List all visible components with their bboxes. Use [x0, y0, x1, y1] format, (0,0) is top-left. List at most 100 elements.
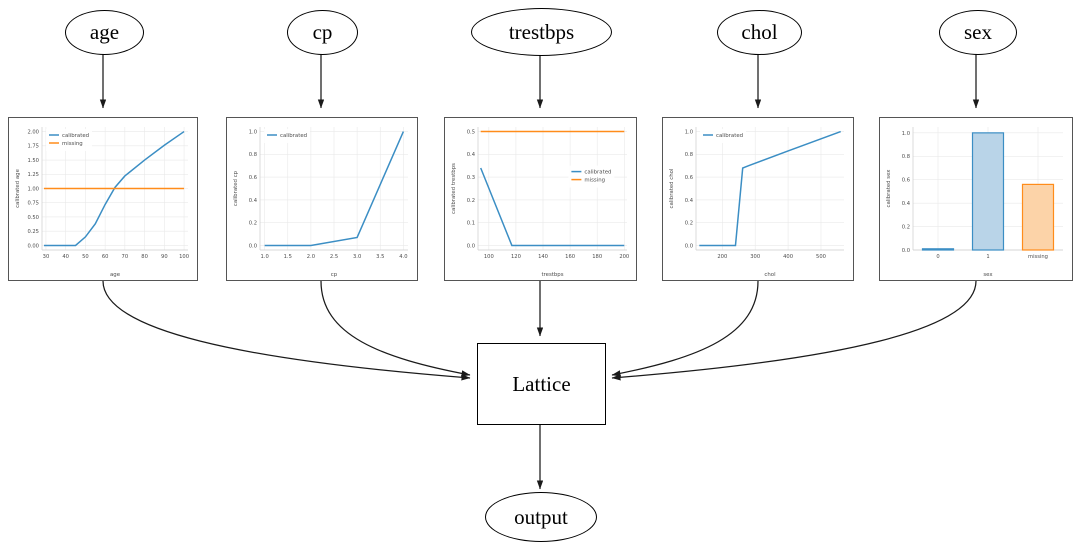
svg-text:3.5: 3.5: [376, 254, 384, 260]
svg-text:calibrated cp: calibrated cp: [233, 170, 239, 206]
svg-text:1.0: 1.0: [902, 131, 910, 137]
node-cp-label: cp: [312, 20, 333, 44]
svg-text:1.00: 1.00: [27, 186, 39, 192]
svg-text:calibrated: calibrated: [584, 170, 611, 176]
svg-text:140: 140: [538, 254, 548, 260]
node-age-label: age: [89, 20, 120, 44]
svg-text:calibrated: calibrated: [280, 133, 307, 139]
svg-text:cp: cp: [331, 272, 338, 278]
svg-text:0.75: 0.75: [27, 201, 39, 207]
svg-text:0.25: 0.25: [27, 229, 39, 235]
svg-text:200: 200: [619, 254, 629, 260]
svg-text:90: 90: [161, 254, 168, 260]
svg-text:calibrated chol: calibrated chol: [669, 169, 675, 209]
svg-text:1.75: 1.75: [27, 144, 39, 150]
node-lattice[interactable]: Lattice: [477, 343, 606, 425]
svg-text:3.0: 3.0: [353, 254, 361, 260]
svg-text:60: 60: [102, 254, 109, 260]
svg-text:1.5: 1.5: [284, 254, 292, 260]
svg-text:1.0: 1.0: [261, 254, 269, 260]
node-trestbps-label: trestbps: [508, 19, 575, 44]
svg-text:0.8: 0.8: [685, 152, 693, 158]
node-lattice-label: Lattice: [512, 371, 571, 396]
svg-text:missing: missing: [1028, 254, 1048, 260]
svg-text:0.50: 0.50: [27, 215, 39, 221]
svg-text:1.25: 1.25: [27, 172, 39, 178]
svg-text:50: 50: [82, 254, 89, 260]
svg-text:0.2: 0.2: [902, 224, 910, 230]
svg-text:0.6: 0.6: [902, 178, 910, 184]
svg-text:500: 500: [816, 254, 826, 260]
svg-text:0.00: 0.00: [27, 243, 39, 249]
svg-text:0.2: 0.2: [249, 221, 257, 227]
edge-sex-plot-to-lattice: [611, 280, 977, 381]
svg-text:1.0: 1.0: [685, 129, 693, 135]
edge-cp-plot-to-lattice: [320, 280, 471, 377]
svg-text:0.0: 0.0: [249, 243, 257, 249]
svg-text:100: 100: [179, 254, 189, 260]
node-sex[interactable]: sex: [939, 10, 1017, 55]
svg-text:70: 70: [122, 254, 129, 260]
chart-panel-sex[interactable]: 0.0 0.2 0.4 0.6 0.8 1.0 0 1 missing sex calibrated…: [879, 117, 1073, 281]
svg-text:0.0: 0.0: [902, 248, 910, 254]
svg-text:calibrated age: calibrated age: [15, 168, 21, 207]
svg-text:0.2: 0.2: [685, 221, 693, 227]
svg-text:200: 200: [717, 254, 727, 260]
svg-text:120: 120: [511, 254, 521, 260]
svg-text:30: 30: [43, 254, 50, 260]
svg-text:calibrated: calibrated: [716, 133, 743, 139]
svg-text:2.5: 2.5: [330, 254, 338, 260]
svg-text:4.0: 4.0: [399, 254, 407, 260]
chart-panel-age[interactable]: 0.00 0.25 0.50 0.75 1.00 1.25 1.50 1.75 2.00 30 40…: [8, 117, 198, 281]
node-chol[interactable]: chol: [717, 10, 802, 55]
edge-age-plot-to-lattice: [102, 280, 471, 381]
svg-text:2.00: 2.00: [27, 129, 39, 135]
svg-text:180: 180: [592, 254, 602, 260]
svg-text:missing: missing: [62, 141, 83, 147]
node-output[interactable]: output: [485, 492, 597, 542]
svg-text:1.0: 1.0: [249, 129, 257, 135]
svg-text:2.0: 2.0: [307, 254, 315, 260]
svg-text:400: 400: [783, 254, 793, 260]
svg-text:1: 1: [986, 254, 989, 260]
svg-text:40: 40: [62, 254, 69, 260]
svg-text:0.4: 0.4: [467, 152, 476, 158]
node-age[interactable]: age: [65, 10, 144, 55]
svg-text:0.6: 0.6: [685, 175, 693, 181]
svg-text:calibrated sex: calibrated sex: [886, 169, 892, 208]
svg-text:trestbps: trestbps: [541, 272, 563, 278]
svg-text:0: 0: [936, 254, 939, 260]
svg-text:missing: missing: [584, 178, 605, 184]
svg-text:0.4: 0.4: [685, 198, 694, 204]
svg-text:sex: sex: [983, 272, 993, 278]
svg-text:0.2: 0.2: [467, 198, 475, 204]
node-sex-label: sex: [964, 20, 992, 44]
svg-text:100: 100: [484, 254, 494, 260]
node-cp[interactable]: cp: [287, 10, 358, 55]
svg-text:chol: chol: [764, 272, 775, 278]
svg-text:0.1: 0.1: [467, 221, 475, 227]
svg-text:0.0: 0.0: [467, 243, 475, 249]
svg-text:0.4: 0.4: [902, 201, 911, 207]
node-trestbps[interactable]: trestbps: [471, 8, 612, 56]
svg-text:calibrated trestbps: calibrated trestbps: [451, 163, 457, 214]
svg-text:0.5: 0.5: [467, 129, 475, 135]
svg-text:0.8: 0.8: [902, 154, 910, 160]
svg-text:300: 300: [750, 254, 760, 260]
svg-text:160: 160: [565, 254, 575, 260]
node-chol-label: chol: [741, 20, 778, 44]
svg-text:0.6: 0.6: [249, 175, 257, 181]
svg-text:0.4: 0.4: [249, 198, 258, 204]
svg-text:0.8: 0.8: [249, 152, 257, 158]
node-output-label: output: [514, 504, 568, 529]
chart-panel-cp[interactable]: 0.0 0.2 0.4 0.6 0.8 1.0 1.0 1.5 2.0 2.5 3.0 3.5 4.0 c…: [226, 117, 418, 281]
svg-text:0.3: 0.3: [467, 175, 475, 181]
svg-text:1.50: 1.50: [27, 158, 39, 164]
svg-text:80: 80: [141, 254, 148, 260]
chart-panel-trestbps[interactable]: 0.0 0.1 0.2 0.3 0.4 0.5 100 120 140 160 180 200 tres…: [444, 117, 637, 281]
svg-text:calibrated: calibrated: [62, 133, 89, 139]
svg-text:age: age: [110, 272, 121, 278]
edge-chol-plot-to-lattice: [611, 280, 759, 377]
